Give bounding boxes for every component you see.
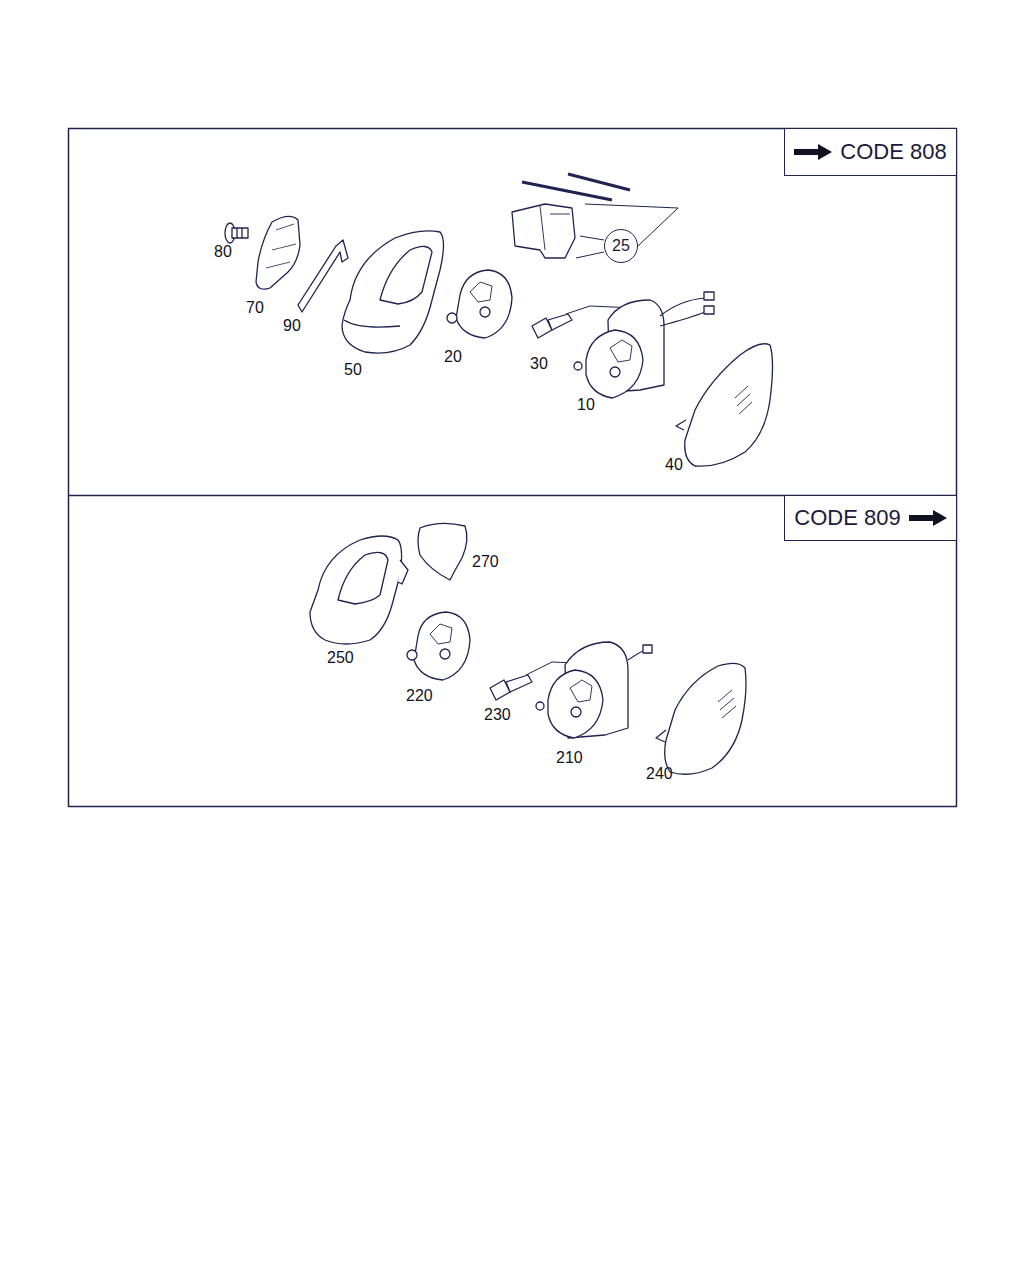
arrow-symbol (794, 144, 832, 160)
callout-number: 210 (556, 749, 583, 767)
callout-number: 20 (444, 348, 462, 366)
callout-number: 70 (246, 299, 264, 317)
callout-number: 90 (283, 317, 301, 335)
code-box: CODE 809 (784, 495, 957, 541)
callout-number: 220 (406, 687, 433, 705)
callout-circle: 25 (604, 229, 638, 263)
callout-number: 40 (665, 456, 683, 474)
callout-number: 25 (612, 237, 630, 255)
callout-number: 30 (530, 355, 548, 373)
code-box: CODE 808 (784, 128, 957, 176)
option-code: CODE 809 (794, 505, 900, 531)
callout-number: 240 (646, 765, 673, 783)
callout-number: 230 (484, 706, 511, 724)
callout-number: 270 (472, 553, 499, 571)
callout-number: 50 (344, 361, 362, 379)
callout-number: 80 (214, 243, 232, 261)
arrow-symbol (909, 510, 947, 526)
option-code: CODE 808 (840, 139, 946, 165)
callout-number: 10 (577, 396, 595, 414)
callout-number: 250 (327, 649, 354, 667)
